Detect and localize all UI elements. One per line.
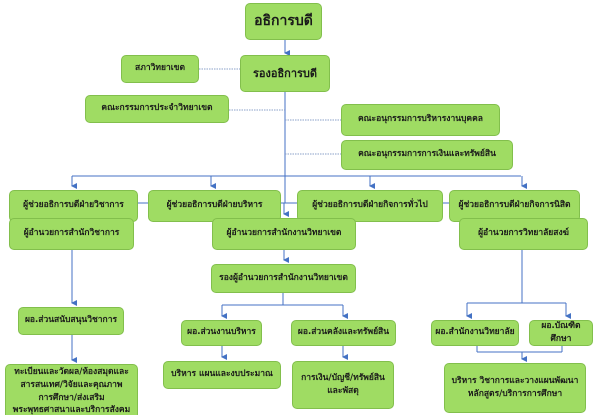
head-admin-box: ผอ.ส่วนงานบริหาร	[181, 320, 262, 346]
head-college-office-box: ผอ.สำนักงานวิทยาลัย	[431, 320, 519, 346]
treasury-units-line: การเงิน/บัญชี/ทรัพย์สิน	[301, 372, 385, 383]
admin-units-box: บริหาร แผนและงบประมาณ	[163, 361, 281, 389]
president-box: อธิการบดี	[245, 3, 322, 40]
treasury-units-box: การเงิน/บัญชี/ทรัพย์สิน และพัสดุ	[292, 361, 394, 409]
academic-units-line: การศึกษา/ส่งเสริม	[38, 392, 105, 403]
head-academic-support-box: ผอ.ส่วนสนับสนุนวิชาการ	[18, 307, 124, 335]
personnel-subcommittee-box: คณะอนุกรรมการบริหารงานบุคคล	[341, 104, 500, 136]
campus-committee-box: คณะกรรมการประจำวิทยาเขต	[85, 95, 229, 123]
asst-general-box: ผู้ช่วยอธิการบดีฝ่ายกิจการทั่วไป	[297, 190, 443, 222]
head-treasury-box: ผอ.ส่วนคลังและทรัพย์สิน	[291, 320, 396, 346]
college-units-box: บริหาร วิชาการและวางแผนพัฒนา หลักสูตร/บร…	[444, 363, 586, 413]
head-graduate-box: ผอ.บัณฑิตศึกษา	[529, 320, 593, 346]
academic-units-line: สารสนเทศ/วิจัยและคุณภาพ	[20, 379, 123, 390]
college-units-line: บริหาร วิชาการและวางแผนพัฒนา	[451, 375, 579, 386]
campus-council-box: สภาวิทยาเขต	[121, 55, 199, 83]
treasury-units-line: และพัสดุ	[327, 386, 359, 396]
asst-student-box: ผู้ช่วยอธิการบดีฝ่ายกิจการนิสิต	[449, 190, 580, 222]
dir-campus-office-box: ผู้อำนวยการสำนักงานวิทยาเขต	[212, 218, 356, 250]
academic-units-line: ทะเบียนและวัดผล/ห้องสมุดและ	[14, 367, 129, 377]
vice-president-box: รองอธิการบดี	[240, 55, 330, 92]
college-units-line: หลักสูตร/บริการการศึกษา	[467, 389, 563, 399]
academic-units-line: พระพุทธศาสนาและบริการสังคม	[12, 405, 131, 415]
deputy-dir-campus-office-box: รองผู้อำนวยการสำนักงานวิทยาเขต	[211, 264, 356, 293]
academic-units-box: ทะเบียนและวัดผล/ห้องสมุดและ สารสนเทศ/วิจ…	[5, 364, 138, 415]
asst-academic-box: ผู้ช่วยอธิการบดีฝ่ายวิชาการ	[9, 190, 138, 222]
dir-academic-office-box: ผู้อำนวยการสำนักวิชาการ	[9, 218, 134, 250]
finance-subcommittee-box: คณะอนุกรรมการการเงินและทรัพย์สิน	[341, 140, 513, 170]
dir-sangha-college-box: ผู้อำนวยการวิทยาลัยสงฆ์	[459, 218, 588, 250]
